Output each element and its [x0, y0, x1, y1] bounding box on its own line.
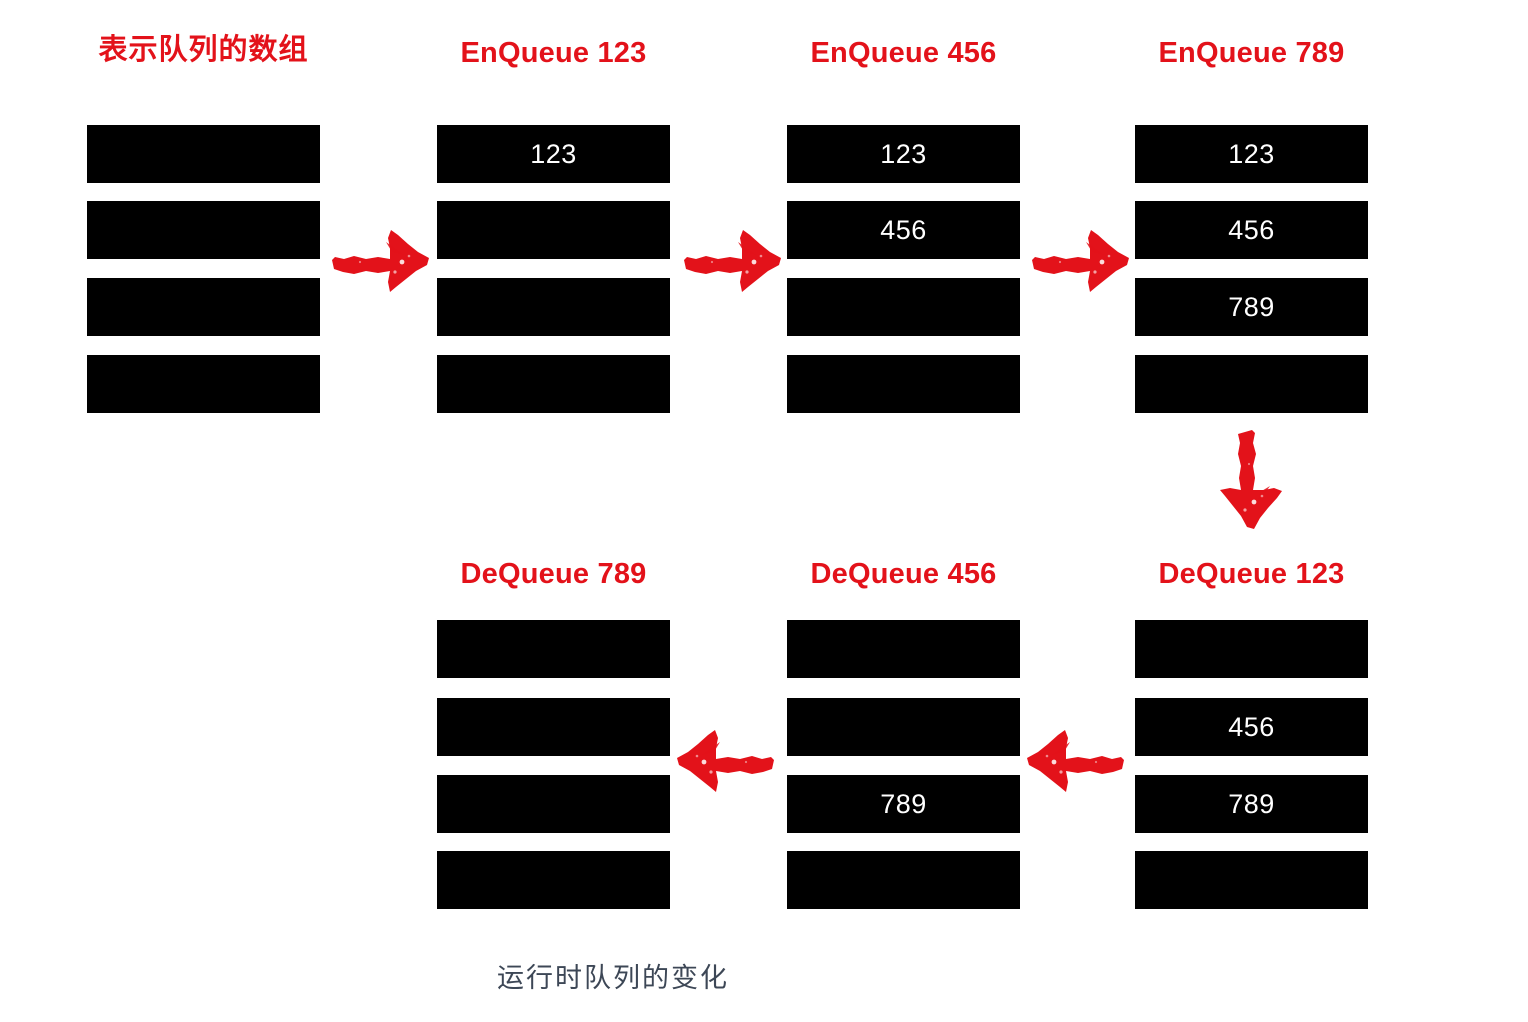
queue-cell: [437, 775, 670, 833]
queue-cell: [787, 355, 1020, 413]
column-header-enqueue-123: EnQueue 123: [460, 37, 647, 69]
queue-cell: 123: [1135, 125, 1368, 183]
queue-cell: [437, 698, 670, 756]
queue-cell: 456: [787, 201, 1020, 259]
queue-cell: [437, 201, 670, 259]
column-header-dequeue-456: DeQueue 456: [810, 558, 997, 590]
queue-cell: [437, 355, 670, 413]
queue-cell: [1135, 851, 1368, 909]
column-header-initial-array: 表示队列的数组: [98, 34, 309, 66]
queue-cell: 789: [787, 775, 1020, 833]
queue-cell: 789: [1135, 278, 1368, 336]
queue-cell: 456: [1135, 698, 1368, 756]
queue-cell: [87, 201, 320, 259]
queue-cell: [1135, 355, 1368, 413]
arrow-left-icon: [672, 722, 776, 794]
queue-cell: [437, 851, 670, 909]
queue-cell: [437, 278, 670, 336]
column-header-dequeue-789: DeQueue 789: [460, 558, 647, 590]
arrow-left-icon: [1022, 722, 1126, 794]
queue-cell: [437, 620, 670, 678]
arrow-right-icon: [682, 222, 786, 294]
queue-cell: [787, 278, 1020, 336]
queue-cell: [87, 278, 320, 336]
queue-cell: 789: [1135, 775, 1368, 833]
queue-cell: [87, 355, 320, 413]
arrow-right-icon: [330, 222, 434, 294]
queue-cell: [1135, 620, 1368, 678]
diagram-caption: 运行时队列的变化: [497, 963, 729, 993]
queue-cell: [787, 698, 1020, 756]
arrow-right-icon: [1030, 222, 1134, 294]
column-header-enqueue-456: EnQueue 456: [810, 37, 997, 69]
queue-cell: 123: [437, 125, 670, 183]
queue-cell: [787, 620, 1020, 678]
queue-cell: 123: [787, 125, 1020, 183]
queue-cell: [787, 851, 1020, 909]
column-header-enqueue-789: EnQueue 789: [1158, 37, 1345, 69]
queue-cell: 456: [1135, 201, 1368, 259]
arrow-down-icon: [1218, 428, 1290, 538]
queue-cell: [87, 125, 320, 183]
column-header-dequeue-123: DeQueue 123: [1158, 558, 1345, 590]
